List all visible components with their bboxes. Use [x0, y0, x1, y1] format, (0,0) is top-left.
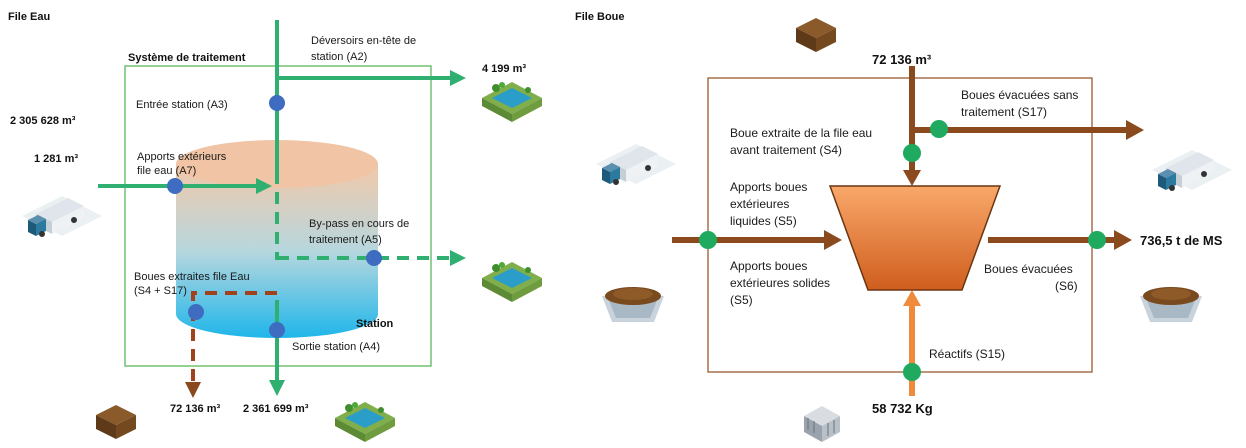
- node-a7: [167, 178, 183, 194]
- liquides-label-l1: Apports boues: [730, 180, 807, 194]
- bypass-label-l1: By-pass en cours de: [309, 218, 409, 230]
- sortie-volume: 2 361 699 m³: [243, 403, 309, 415]
- reactifs-arrowhead: [903, 290, 921, 306]
- soil-crate-icon: [96, 405, 136, 439]
- water-basin-icon: [482, 82, 542, 122]
- s6-arrowhead: [1114, 230, 1132, 250]
- tanker-truck-icon: [596, 144, 676, 185]
- node-a3: [269, 95, 285, 111]
- node-s5: [699, 231, 717, 249]
- soil-crate-icon: [796, 18, 836, 52]
- s5-arrowhead: [824, 230, 842, 250]
- boue-system-frame: [707, 77, 1093, 373]
- deversoirs-volume: 4 199 m³: [482, 63, 526, 75]
- deversoirs-label-l1: Déversoirs en-tête de: [311, 35, 416, 47]
- eau-outflow-arrowhead: [269, 380, 285, 396]
- boue-top-arrowhead: [903, 170, 921, 186]
- boues-extraites-line: [191, 291, 277, 384]
- boue-ms-value: 736,5 t de MS: [1140, 233, 1223, 248]
- node-s4-s17: [188, 304, 204, 320]
- deversoirs-label-l2: station (A2): [311, 51, 367, 63]
- node-a5: [366, 250, 382, 266]
- evacuees-sans-label-l2: traitement (S17): [961, 105, 1047, 119]
- node-s4: [903, 144, 921, 162]
- deversoirs-arrowhead: [450, 70, 466, 86]
- reactifs-value: 58 732 Kg: [872, 401, 933, 416]
- apports-arrowhead: [256, 178, 272, 194]
- node-s15: [903, 363, 921, 381]
- boues-extraites-label-l2: (S4 + S17): [134, 285, 187, 297]
- solides-label-l1: Apports boues: [730, 259, 807, 273]
- solides-label-l3: (S5): [730, 293, 753, 307]
- tanker-truck-icon: [1152, 150, 1232, 191]
- evacuees-label-l1: Boues évacuées: [984, 262, 1073, 276]
- node-a4: [269, 322, 285, 338]
- entree-label: Entrée station (A3): [136, 99, 228, 111]
- reactifs-label: Réactifs (S15): [929, 347, 1005, 361]
- apports-label-l1: Apports extérieurs: [137, 151, 227, 163]
- node-s6: [1088, 231, 1106, 249]
- solides-label-l2: extérieures solides: [730, 276, 830, 290]
- sortie-label: Sortie station (A4): [292, 341, 380, 353]
- boue-title: File Boue: [575, 11, 625, 23]
- tanker-truck-icon: [22, 196, 102, 237]
- s17-arrowhead: [1126, 120, 1144, 140]
- liquides-label-l2: extérieures: [730, 197, 789, 211]
- liquides-label-l3: liquides (S5): [730, 214, 797, 228]
- apports-volume: 1 281 m³: [34, 153, 78, 165]
- entree-volume: 2 305 628 m³: [10, 115, 76, 127]
- boues-volume: 72 136 m³: [170, 403, 220, 415]
- bypass-arrowhead: [450, 250, 466, 266]
- extraite-label-l1: Boue extraite de la file eau: [730, 126, 872, 140]
- eau-title: File Eau: [8, 11, 50, 23]
- apports-label-l2: file eau (A7): [137, 165, 196, 177]
- chemical-container-icon: [804, 406, 840, 442]
- sludge-treatment-hopper: [828, 185, 1002, 291]
- eau-system-label: Système de traitement: [128, 52, 246, 64]
- water-basin-icon: [482, 262, 542, 302]
- evacuees-sans-label-l1: Boues évacuées sans: [961, 88, 1078, 102]
- boues-extraites-arrowhead: [185, 382, 201, 398]
- evacuees-label-l2: (S6): [1055, 279, 1078, 293]
- node-s17: [930, 120, 948, 138]
- water-basin-icon: [335, 402, 395, 442]
- extraite-label-l2: avant traitement (S4): [730, 143, 842, 157]
- sludge-skip-icon: [1140, 287, 1202, 322]
- bypass-label-l2: traitement (A5): [309, 234, 382, 246]
- boues-extraites-label-l1: Boues extraites file Eau: [134, 271, 250, 283]
- sludge-skip-icon: [602, 287, 664, 322]
- station-label: Station: [356, 318, 394, 330]
- boue-top-volume: 72 136 m³: [872, 52, 932, 67]
